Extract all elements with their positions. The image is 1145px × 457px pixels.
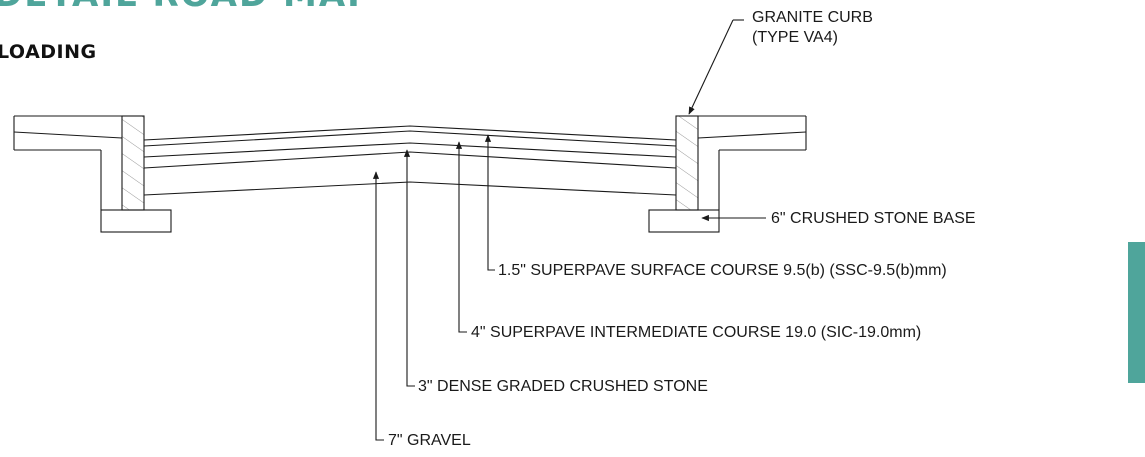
- left-curb-footing: [100, 209, 172, 233]
- intermediate-leader: [455, 141, 467, 333]
- intermediate-course-bottom: [143, 142, 677, 158]
- surface-leader: [484, 134, 495, 271]
- curb-leader: [688, 19, 744, 115]
- right-sidewalk: [697, 115, 807, 210]
- page-title: DETAIL ROAD MAP: [0, 0, 374, 12]
- right-granite-curb: [675, 115, 699, 211]
- base-label: 6" CRUSHED STONE BASE: [771, 210, 976, 227]
- left-granite-curb: [121, 115, 145, 211]
- surface-course-top: [143, 125, 677, 141]
- right-curb-footing: [648, 209, 720, 233]
- surface-label: 1.5" SUPERPAVE SURFACE COURSE 9.5(b) (SS…: [498, 262, 947, 279]
- surface-course-bottom: [143, 130, 677, 147]
- intermediate-label: 4" SUPERPAVE INTERMEDIATE COURSE 19.0 (S…: [471, 324, 922, 341]
- left-sidewalk: [13, 115, 123, 210]
- gravel-label: 7" GRAVEL: [388, 432, 471, 449]
- curb-label-line2: (TYPE VA4): [752, 29, 838, 46]
- section-heading: LOADING: [0, 41, 97, 63]
- dense-label: 3" DENSE GRADED CRUSHED STONE: [418, 378, 708, 395]
- gravel-leader: [372, 171, 384, 441]
- gravel-bottom: [143, 181, 677, 196]
- curb-label-line1: GRANITE CURB: [752, 9, 873, 26]
- dense-leader: [403, 149, 415, 387]
- dense-stone-bottom: [143, 151, 677, 169]
- side-tab[interactable]: [1128, 242, 1145, 383]
